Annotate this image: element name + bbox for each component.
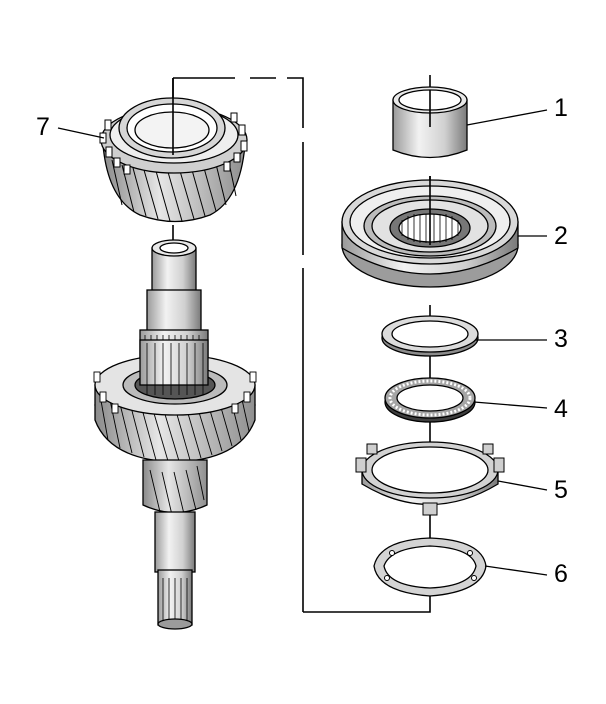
callout-5: 5	[554, 476, 568, 504]
callout-3: 3	[554, 325, 568, 353]
part-5-blocking-ring	[355, 441, 505, 516]
main-shaft	[93, 239, 257, 630]
part-4-needle-bearing	[384, 377, 476, 423]
part-6-spring-ring	[373, 537, 487, 597]
callout-1: 1	[554, 94, 568, 122]
gear-7	[99, 97, 248, 223]
part-3-thrust-washer	[381, 315, 479, 357]
callout-2: 2	[554, 222, 568, 250]
callout-7: 7	[36, 113, 50, 141]
callout-4: 4	[554, 395, 568, 423]
callout-6: 6	[554, 560, 568, 588]
callout-leader-lines	[57, 109, 548, 576]
